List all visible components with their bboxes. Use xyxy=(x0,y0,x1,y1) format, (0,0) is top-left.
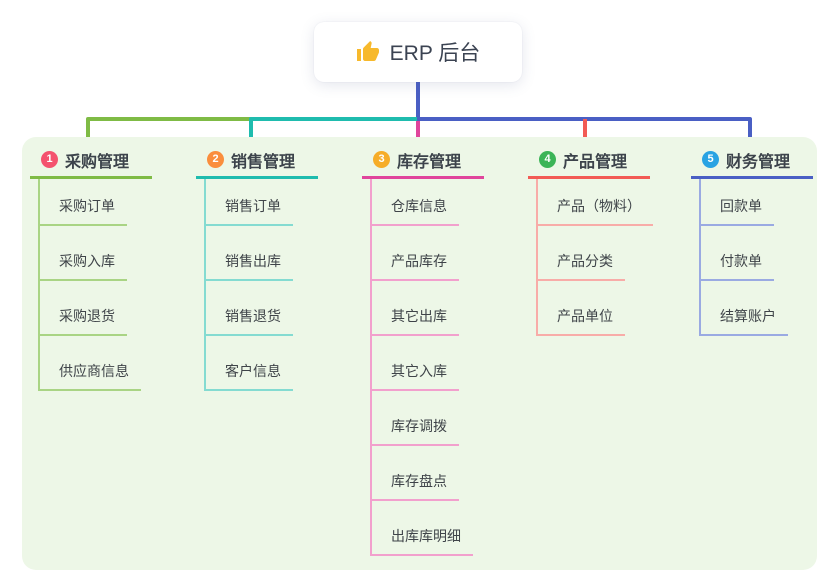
branch-number-badge: 2 xyxy=(207,151,224,168)
root-title: ERP 后台 xyxy=(389,42,481,65)
branch-number-badge: 4 xyxy=(539,151,556,168)
branch-title: 采购管理 xyxy=(65,153,130,171)
branch-column-product: 4 产品管理 产品（物料） 产品分类 产品单位 xyxy=(528,150,653,336)
tree-node[interactable]: 产品单位 xyxy=(538,281,653,336)
thumbs-up-icon xyxy=(356,40,380,64)
tree-node[interactable]: 其它入库 xyxy=(372,336,484,391)
branch-children: 产品（物料） 产品分类 产品单位 xyxy=(536,179,653,336)
branches-panel: 1 采购管理 采购订单 采购入库 采购退货 供应商信息 2 销售管理 销售订单 … xyxy=(22,137,817,570)
tree-node[interactable]: 出库库明细 xyxy=(372,501,484,556)
tree-node[interactable]: 客户信息 xyxy=(206,336,318,391)
branch-title: 库存管理 xyxy=(397,153,462,171)
branch-header-inventory[interactable]: 3 库存管理 xyxy=(362,150,484,179)
branch-children: 回款单 付款单 结算账户 xyxy=(699,179,813,336)
tree-node[interactable]: 仓库信息 xyxy=(372,179,484,226)
branch-number-badge: 5 xyxy=(702,151,719,168)
branch-title: 产品管理 xyxy=(563,153,628,171)
tree-node[interactable]: 产品（物料） xyxy=(538,179,653,226)
tree-node[interactable]: 其它出库 xyxy=(372,281,484,336)
tree-node[interactable]: 销售出库 xyxy=(206,226,318,281)
tree-node[interactable]: 销售订单 xyxy=(206,179,318,226)
tree-node[interactable]: 产品分类 xyxy=(538,226,653,281)
tree-node[interactable]: 库存盘点 xyxy=(372,446,484,501)
tree-node[interactable]: 采购退货 xyxy=(40,281,152,336)
root-node[interactable]: ERP 后台 xyxy=(314,22,522,82)
branch-column-inventory: 3 库存管理 仓库信息 产品库存 其它出库 其它入库 库存调拨 库存盘点 出库库… xyxy=(362,150,484,556)
tree-node[interactable]: 供应商信息 xyxy=(40,336,152,391)
branch-children: 仓库信息 产品库存 其它出库 其它入库 库存调拨 库存盘点 出库库明细 xyxy=(370,179,484,556)
branch-title: 销售管理 xyxy=(231,153,296,171)
tree-node[interactable]: 库存调拨 xyxy=(372,391,484,446)
branch-children: 采购订单 采购入库 采购退货 供应商信息 xyxy=(38,179,152,391)
tree-node[interactable]: 结算账户 xyxy=(701,281,813,336)
tree-node[interactable]: 采购入库 xyxy=(40,226,152,281)
branch-children: 销售订单 销售出库 销售退货 客户信息 xyxy=(204,179,318,391)
tree-node[interactable]: 付款单 xyxy=(701,226,813,281)
tree-node[interactable]: 回款单 xyxy=(701,179,813,226)
branch-number-badge: 3 xyxy=(373,151,390,168)
branch-column-sales: 2 销售管理 销售订单 销售出库 销售退货 客户信息 xyxy=(196,150,318,391)
branch-header-product[interactable]: 4 产品管理 xyxy=(528,150,650,179)
branch-header-sales[interactable]: 2 销售管理 xyxy=(196,150,318,179)
tree-node[interactable]: 产品库存 xyxy=(372,226,484,281)
branch-column-purchase: 1 采购管理 采购订单 采购入库 采购退货 供应商信息 xyxy=(30,150,152,391)
tree-node[interactable]: 销售退货 xyxy=(206,281,318,336)
branch-title: 财务管理 xyxy=(726,153,791,171)
branch-header-finance[interactable]: 5 财务管理 xyxy=(691,150,813,179)
branch-number-badge: 1 xyxy=(41,151,58,168)
branch-header-purchase[interactable]: 1 采购管理 xyxy=(30,150,152,179)
tree-node[interactable]: 采购订单 xyxy=(40,179,152,226)
branch-column-finance: 5 财务管理 回款单 付款单 结算账户 xyxy=(691,150,813,336)
